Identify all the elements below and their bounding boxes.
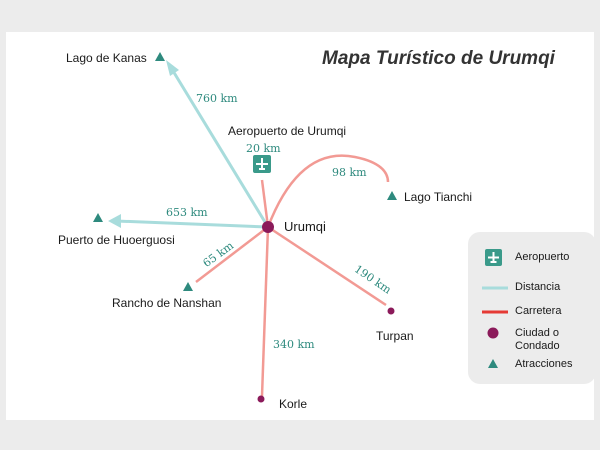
legend: Aeropuerto Distancia Carretera Ciudad o …	[468, 232, 596, 384]
airplane-icon	[485, 249, 502, 266]
triangle-icon	[93, 213, 103, 222]
distance-line-kanas	[168, 65, 270, 228]
place-label-huoerguosi: Puerto de Huoerguosi	[58, 233, 175, 247]
dot-icon	[262, 221, 274, 233]
road-nanshan	[195, 226, 269, 283]
triangle-icon	[183, 282, 193, 291]
arrowhead-kanas	[166, 60, 179, 76]
road-korle	[260, 226, 270, 397]
place-label-tianchi: Lago Tianchi	[404, 190, 473, 204]
triangle-icon	[488, 359, 498, 368]
place-label-korle: Korle	[279, 397, 308, 411]
place-label-urumqi: Urumqi	[284, 219, 326, 234]
triangle-icon	[155, 52, 165, 61]
airplane-icon	[253, 155, 271, 173]
place-label-turpan: Turpan	[376, 329, 414, 343]
dot-icon	[387, 307, 395, 315]
place-label-kanas: Lago de Kanas	[66, 51, 147, 65]
legend-label-attractions: Atracciones	[515, 358, 573, 370]
distance-label-airport: 20 km	[246, 142, 281, 155]
place-label-airport: Aeropuerto de Urumqi	[228, 124, 347, 138]
distance-label-kanas: 760 km	[196, 92, 238, 105]
place-label-nanshan: Rancho de Nanshan	[112, 296, 222, 310]
legend-symbols	[482, 249, 508, 368]
road-turpan	[267, 225, 387, 307]
triangle-icon	[387, 191, 397, 200]
distance-line-huoerguosi	[115, 219, 269, 229]
legend-label-road: Carretera	[515, 305, 562, 317]
legend-label-city: Ciudad o Condado	[515, 327, 560, 352]
road-airport	[260, 179, 270, 228]
dot-icon	[487, 327, 499, 339]
road-tianchi	[266, 154, 390, 228]
legend-label-distance: Distancia	[515, 281, 561, 293]
distance-label-huoerguosi: 653 km	[166, 206, 208, 219]
arrowhead-huoerguosi	[108, 214, 121, 228]
distance-label-tianchi: 98 km	[332, 166, 367, 179]
map-title: Mapa Turístico de Urumqi	[322, 48, 555, 69]
distance-label-korle: 340 km	[273, 338, 315, 351]
legend-label-airport: Aeropuerto	[515, 251, 570, 263]
dot-icon	[257, 395, 265, 403]
